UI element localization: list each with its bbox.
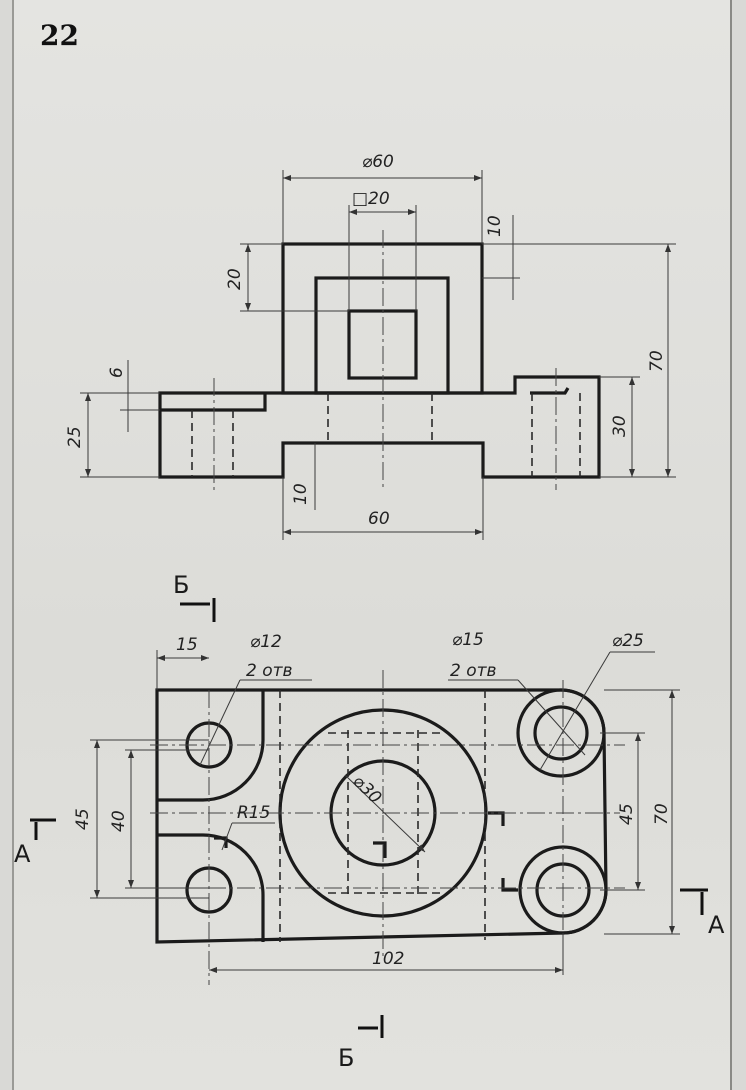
section-a-label-left: А: [14, 840, 31, 868]
section-b-arrow-bottom: [358, 1015, 384, 1038]
section-mark-inner: [373, 841, 387, 858]
dim-step: 6: [107, 367, 127, 378]
dim-total-height: 70: [647, 350, 667, 372]
section-a-label-right: А: [708, 911, 725, 939]
top-view: 15 ⌀12 2 отв ⌀15 2 отв ⌀25 45 40 R15 ⌀30: [14, 571, 725, 1072]
section-markers: Б Б А А: [14, 571, 725, 1072]
front-hidden-lines: [191, 393, 581, 477]
dim-inner-depth: 20: [225, 268, 245, 290]
dim-left-40: 40: [109, 810, 129, 832]
front-center-lines: [213, 230, 557, 490]
section-b-label-top: Б: [173, 571, 189, 599]
front-step: [160, 393, 267, 412]
section-b-label-bottom: Б: [338, 1044, 354, 1072]
section-a-arrow-right: [680, 888, 708, 915]
boss-top-outer: [516, 688, 606, 778]
dim-edge-offset: 15: [176, 635, 198, 655]
dim-base-height: 25: [65, 426, 85, 448]
page-number: 22: [40, 19, 79, 52]
slot-upper-edge: [157, 690, 265, 802]
boss-top-hole: [533, 705, 589, 761]
section-mark-b: [501, 878, 518, 892]
boss-hole-count: 2 отв: [450, 661, 497, 681]
slot-lower-edge: [157, 833, 265, 942]
dim-top-depth: 10: [485, 215, 505, 237]
section-b-arrow-top: [180, 598, 216, 622]
dim-square: □20: [352, 189, 390, 209]
front-inner-bore: [314, 276, 450, 395]
boss-hole-diameter: ⌀15: [452, 630, 484, 650]
section-a-arrow-left: [30, 818, 56, 840]
dim-left-45: 45: [73, 808, 93, 830]
small-hole-count: 2 отв: [246, 661, 293, 681]
slot-radius: R15: [237, 803, 270, 823]
boss-diameter: ⌀25: [612, 631, 644, 651]
front-dimensions: ⌀60 □20 10 20 70 30 25 6: [65, 152, 676, 540]
bore-diameter: ⌀30: [348, 771, 385, 808]
front-boss-edge: [530, 387, 570, 395]
dim-recess-width: 60: [368, 509, 390, 529]
section-mark-a: [488, 811, 505, 826]
dim-recess-depth: 10: [291, 483, 311, 505]
dim-boss-height: 30: [610, 415, 630, 437]
dim-right-70: 70: [652, 803, 672, 825]
front-view: ⌀60 □20 10 20 70 30 25 6: [65, 152, 676, 540]
drawing-page: [12, 0, 732, 1090]
dim-hole-span: 102: [372, 949, 404, 969]
dim-right-45: 45: [617, 803, 637, 825]
small-hole-diameter: ⌀12: [250, 632, 282, 652]
dim-outer-diameter: ⌀60: [362, 152, 394, 172]
